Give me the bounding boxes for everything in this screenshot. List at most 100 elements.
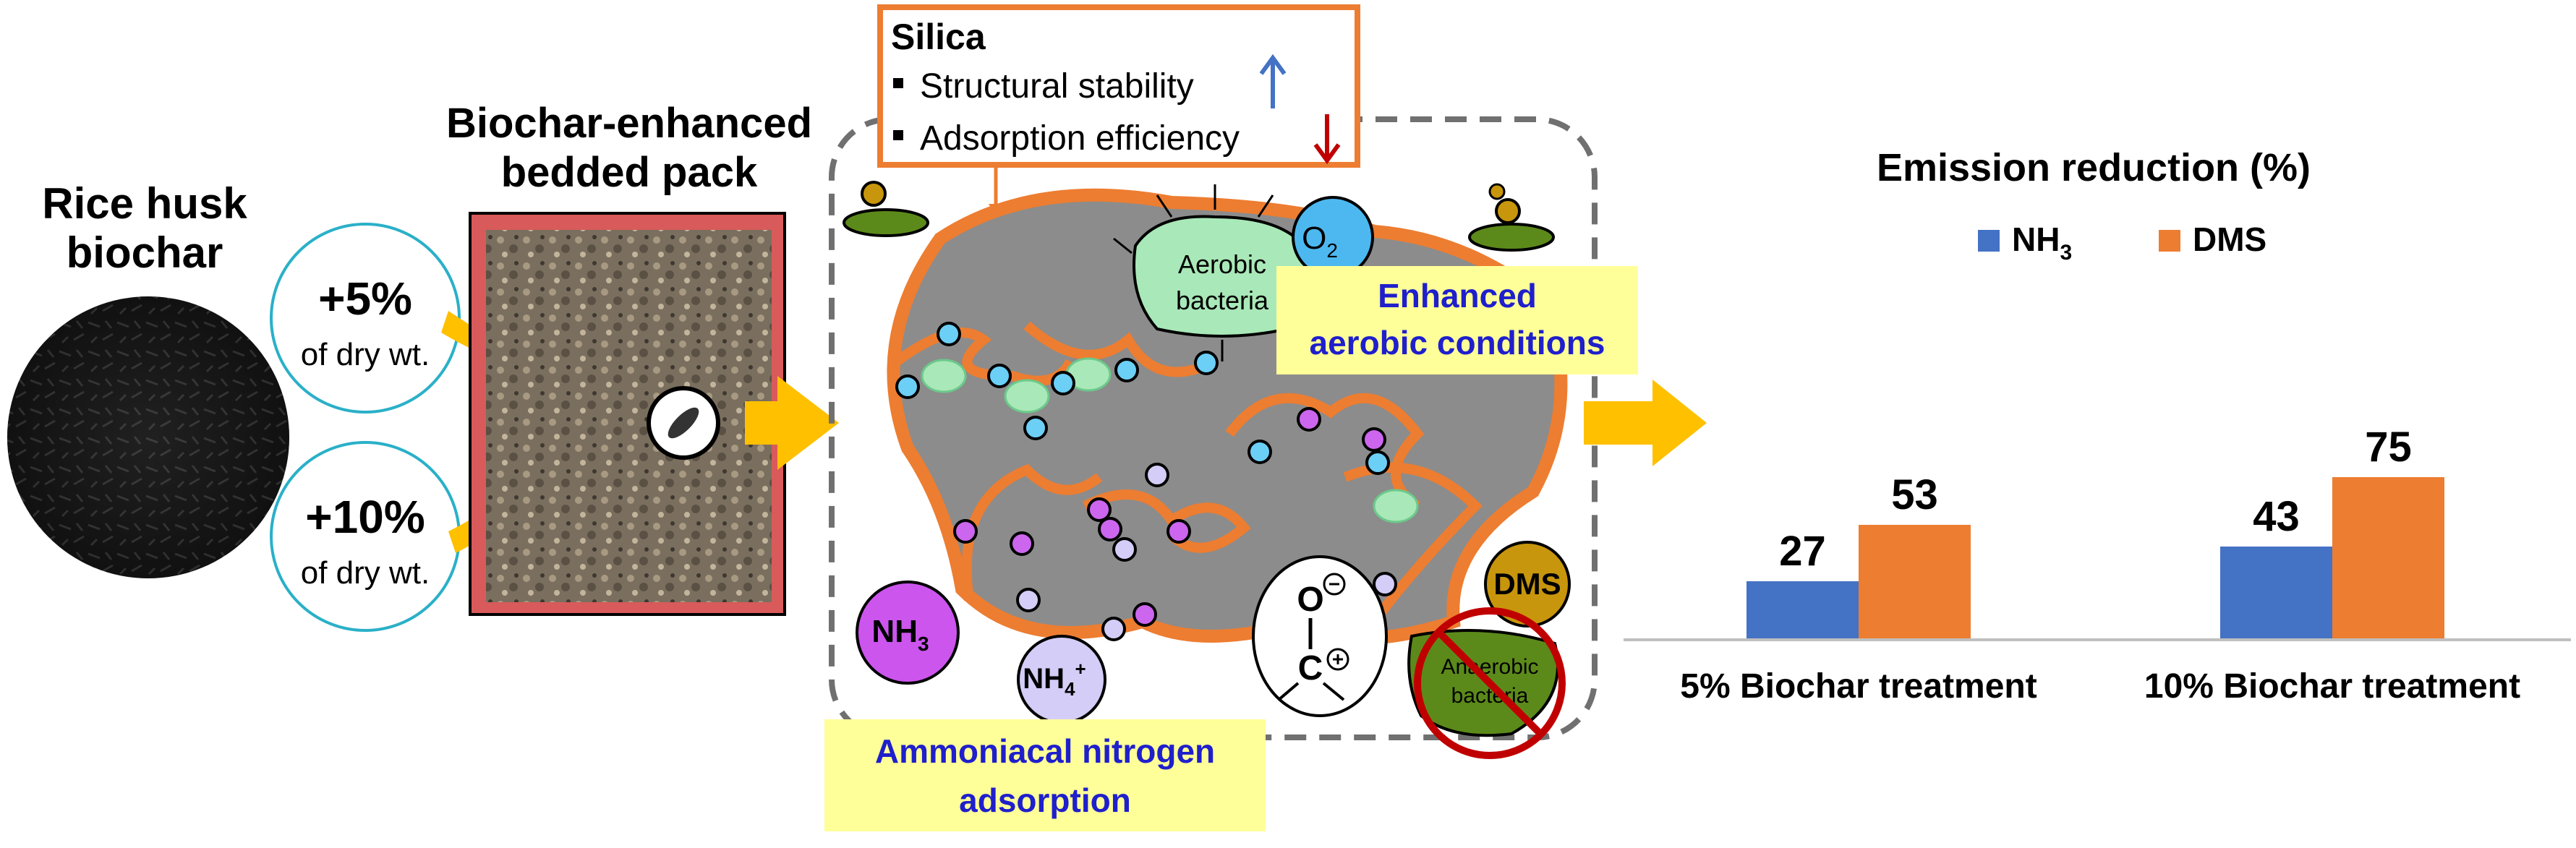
- category-label-5: 5% Biochar treatment: [1680, 667, 2037, 706]
- dose-10-unit: of dry wt.: [301, 555, 430, 591]
- nh3-label: NH3: [871, 614, 929, 655]
- carbonyl-molecule-circle: [1252, 555, 1388, 717]
- enhanced-aerobic-box: [1276, 266, 1638, 374]
- bar-chart: 27 53 43 75: [1747, 424, 2444, 640]
- category-label-10: 10% Biochar treatment: [2144, 667, 2520, 706]
- nh4-superscript: +: [1075, 658, 1086, 680]
- enhanced-line2: aerobic conditions: [1310, 324, 1605, 361]
- o2-label: O2: [1302, 220, 1338, 262]
- nh4-subscript: 4: [1065, 678, 1075, 700]
- silica-item-structural: Structural stability: [920, 67, 1194, 106]
- nh3-dot: [1362, 427, 1386, 452]
- arrow-mechanism-to-chart: [1584, 380, 1707, 466]
- pore-center-left: [1023, 321, 1218, 377]
- o2-dot: [1194, 351, 1219, 375]
- ammoniacal-line1: Ammoniacal nitrogen: [875, 732, 1215, 770]
- bar-nh3-2: [2220, 547, 2332, 640]
- dose-5-unit: of dry wt.: [301, 337, 430, 372]
- legend-swatch-dms: [2159, 230, 2180, 252]
- silica-particle: [1373, 489, 1419, 523]
- enhanced-line1: Enhanced: [1378, 277, 1537, 314]
- positive-charge-sign: [1333, 654, 1343, 664]
- aerobic-bacteria-line1: Aerobic: [1178, 249, 1266, 279]
- nh3-dot: [1133, 602, 1157, 627]
- nh4-dot: [1112, 537, 1137, 562]
- prohibited-icon: [1414, 607, 1566, 759]
- nh4-dot: [1373, 572, 1397, 596]
- pack-title-line1: Biochar-enhanced: [446, 100, 812, 147]
- legend-label-nh3: NH3: [2012, 220, 2072, 265]
- nh4-dot: [1145, 463, 1169, 487]
- dose-10-value: +10%: [305, 491, 425, 543]
- arrow-down-icon: [1313, 114, 1341, 165]
- nh3-dot: [1087, 497, 1112, 522]
- o2-dot: [895, 374, 920, 399]
- nh3-dot: [1167, 519, 1191, 544]
- o2-dot: [1114, 358, 1139, 382]
- nh4-dot: [1101, 617, 1126, 641]
- dms-precursor-base: [1468, 223, 1555, 252]
- pore-bottom-center: [1082, 489, 1251, 553]
- nh3-dot: [953, 519, 978, 544]
- nh4-dot: [1016, 588, 1041, 612]
- molecule-c: C: [1298, 649, 1323, 688]
- dms-precursor-ball: [861, 181, 887, 207]
- silica-item-adsorption: Adsorption efficiency: [920, 119, 1240, 158]
- biochar-title-line1: Rice husk: [42, 179, 247, 228]
- pack-title-line2: bedded pack: [501, 149, 758, 196]
- data-label-dms-1: 53: [1891, 471, 1938, 518]
- dms-label: DMS: [1493, 567, 1561, 601]
- arrow-up-icon: [1259, 53, 1287, 108]
- prohibited-slash: [1436, 630, 1543, 737]
- aerobic-bacteria-line2: bacteria: [1176, 286, 1269, 315]
- legend-label-dms: DMS: [2193, 220, 2266, 258]
- bar-dms-1: [1859, 525, 1971, 640]
- molecule-bond-left: [1277, 682, 1300, 701]
- silica-callout-pointer-head: [989, 204, 1003, 217]
- nh3-subscript: 3: [918, 633, 929, 655]
- dms-precursor-base: [843, 208, 929, 237]
- o2-dot: [1248, 440, 1272, 464]
- nh3-dot: [1297, 407, 1321, 432]
- molecule-bond-right: [1322, 682, 1345, 701]
- nh3-dot: [1010, 531, 1034, 556]
- arrow-pack-to-mechanism: [745, 376, 839, 470]
- bullet-icon: [893, 130, 903, 140]
- o2-dot: [1023, 416, 1048, 440]
- nh3-bubble: [856, 581, 960, 685]
- data-label-nh3-2: 43: [2253, 493, 2300, 540]
- anaerobic-line1: Anaerobic: [1441, 655, 1538, 679]
- dms-precursor-ball: [1488, 183, 1506, 200]
- biochar-particle: [668, 407, 699, 439]
- silica-title: Silica: [891, 17, 986, 57]
- o2-subscript: 2: [1326, 239, 1338, 262]
- chart-title: Emission reduction (%): [1877, 146, 2311, 189]
- silica-particle: [1004, 379, 1050, 414]
- nh4-label: NH4+: [1023, 658, 1086, 700]
- bar-nh3-1: [1747, 581, 1859, 640]
- o2-dot: [937, 322, 961, 346]
- bar-dms-2: [2332, 477, 2444, 640]
- o2-dot: [987, 364, 1012, 388]
- biochar-photo-shade: [7, 296, 289, 578]
- dms-precursor-ball: [1495, 198, 1521, 224]
- pore-bottom-left: [961, 463, 1103, 601]
- dose-5-value: +5%: [318, 273, 412, 325]
- data-label-nh3-1: 27: [1779, 528, 1826, 575]
- nh3-dot: [1098, 517, 1122, 541]
- pack-photo: [486, 230, 772, 602]
- data-label-dms-2: 75: [2365, 424, 2412, 471]
- bullet-icon: [893, 78, 903, 88]
- ammoniacal-line2: adsorption: [959, 781, 1131, 819]
- dms-bubble: [1484, 541, 1571, 628]
- silica-callout-box: [877, 4, 1360, 168]
- legend-nh3-subscript: 3: [2060, 241, 2072, 265]
- legend-swatch-nh3: [1978, 230, 2000, 252]
- ammoniacal-box: [824, 719, 1266, 831]
- o2-dot: [1365, 450, 1390, 475]
- molecule-o: O: [1297, 581, 1323, 619]
- silica-particle: [921, 359, 967, 393]
- o2-dot: [1051, 371, 1075, 395]
- biochar-title-line2: biochar: [67, 228, 223, 277]
